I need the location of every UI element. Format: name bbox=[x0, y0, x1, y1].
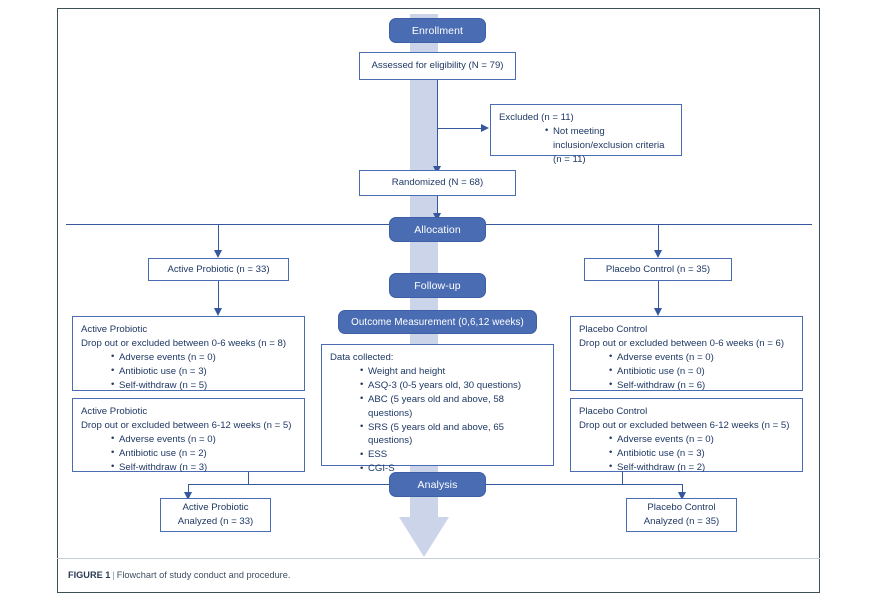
list-item: Adverse events (n = 0) bbox=[609, 350, 794, 365]
node-placebo-dropout2-list: Adverse events (n = 0) Antibiotic use (n… bbox=[579, 432, 794, 475]
stage-enrollment[interactable]: Enrollment bbox=[389, 18, 486, 43]
arrowhead-to-placebo-dropout1 bbox=[654, 308, 662, 316]
node-active-dropout1-title: Drop out or excluded between 0-6 weeks (… bbox=[81, 337, 287, 349]
node-assessed-for-eligibility[interactable]: Assessed for eligibility (N = 79) bbox=[359, 52, 516, 80]
node-placebo-dropout-6-12-weeks[interactable]: Placebo Control Drop out or excluded bet… bbox=[570, 398, 803, 475]
node-randomized[interactable]: Randomized (N = 68) bbox=[359, 170, 516, 196]
node-placebo-dropout1-group: Placebo Control bbox=[579, 324, 648, 335]
node-active-dropout1-group: Active Probiotic bbox=[81, 324, 148, 335]
node-excluded-list: Not meeting inclusion/exclusion criteria… bbox=[499, 124, 673, 167]
stage-analysis[interactable]: Analysis bbox=[389, 472, 486, 497]
arrowhead-to-active-analyzed bbox=[184, 492, 192, 500]
node-placebo-dropout1-list: Adverse events (n = 0) Antibiotic use (n… bbox=[579, 350, 794, 393]
node-placebo-analyzed[interactable]: Placebo Control Analyzed (n = 35) bbox=[626, 498, 737, 532]
list-item: CGI-S bbox=[360, 462, 545, 476]
connector-analysis-to-active-analyzed bbox=[188, 484, 189, 496]
arrowhead-to-placebo-analyzed bbox=[678, 492, 686, 500]
connector-analysis-to-placebo-analyzed bbox=[682, 484, 683, 496]
figure-caption: FIGURE 1|Flowchart of study conduct and … bbox=[68, 570, 290, 580]
stage-analysis-label: Analysis bbox=[417, 478, 458, 491]
list-item: ASQ-3 (0-5 years old, 30 questions) bbox=[360, 378, 545, 393]
list-item: Weight and height bbox=[360, 364, 545, 379]
list-item: Not meeting inclusion/exclusion criteria… bbox=[545, 124, 673, 167]
figure-label: FIGURE 1 bbox=[68, 570, 111, 580]
connector-analysis-left-rail bbox=[188, 484, 394, 485]
connector-assessed-to-randomized bbox=[437, 80, 438, 170]
node-active-analyzed[interactable]: Active Probiotic Analyzed (n = 33) bbox=[160, 498, 271, 532]
list-item: Self-withdraw (n = 3) bbox=[111, 460, 296, 475]
list-item: Adverse events (n = 0) bbox=[111, 350, 296, 365]
arrowhead-to-active-alloc bbox=[214, 250, 222, 258]
list-item: ESS bbox=[360, 448, 545, 462]
stage-enrollment-label: Enrollment bbox=[411, 24, 464, 37]
list-item: Self-withdraw (n = 5) bbox=[111, 378, 296, 393]
node-excluded[interactable]: Excluded (n = 11) Not meeting inclusion/… bbox=[490, 104, 682, 165]
connector-allocation-left-rail bbox=[66, 224, 394, 225]
list-item: Antibiotic use (n = 0) bbox=[609, 364, 794, 379]
node-placebo-control-allocated[interactable]: Placebo Control (n = 35) bbox=[584, 258, 732, 281]
connector-placebo-to-dropout1 bbox=[658, 281, 659, 313]
list-item: Self-withdraw (n = 6) bbox=[609, 378, 794, 393]
list-item: Adverse events (n = 0) bbox=[609, 432, 794, 447]
figure-caption-text: Flowchart of study conduct and procedure… bbox=[116, 570, 291, 580]
node-data-collected-list: Weight and height ASQ-3 (0-5 years old, … bbox=[330, 364, 545, 476]
node-placebo-analyzed-line1: Placebo Control bbox=[647, 502, 716, 514]
node-placebo-alloc-label: Placebo Control (n = 35) bbox=[605, 263, 711, 275]
connector-to-excluded bbox=[437, 128, 482, 129]
list-item: ABC (5 years old and above, 58 questions… bbox=[360, 392, 545, 421]
node-placebo-analyzed-line2: Analyzed (n = 35) bbox=[643, 516, 720, 527]
connector-active-dropout2-to-analysis bbox=[248, 472, 249, 484]
connector-allocation-to-active bbox=[218, 224, 219, 254]
node-active-dropout-6-12-weeks[interactable]: Active Probiotic Drop out or excluded be… bbox=[72, 398, 305, 475]
list-item: SRS (5 years old and above, 65 questions… bbox=[360, 420, 545, 449]
figure-separator: | bbox=[112, 570, 115, 580]
stage-outcome-measurement[interactable]: Outcome Measurement (0,6,12 weeks) bbox=[338, 310, 537, 334]
connector-analysis-right-rail bbox=[482, 484, 682, 485]
node-active-dropout1-list: Adverse events (n = 0) Antibiotic use (n… bbox=[81, 350, 296, 393]
arrowhead-to-placebo-alloc bbox=[654, 250, 662, 258]
node-active-probiotic-allocated[interactable]: Active Probiotic (n = 33) bbox=[148, 258, 289, 281]
node-active-dropout2-group: Active Probiotic bbox=[81, 406, 148, 417]
list-item: Self-withdraw (n = 2) bbox=[609, 460, 794, 475]
node-active-alloc-label: Active Probiotic (n = 33) bbox=[167, 263, 270, 275]
background-flow-arrow-head bbox=[399, 517, 449, 557]
connector-allocation-right-rail bbox=[482, 224, 812, 225]
connector-placebo-dropout2-to-analysis bbox=[622, 472, 623, 484]
node-data-collected[interactable]: Data collected: Weight and height ASQ-3 … bbox=[321, 344, 554, 476]
node-placebo-dropout-0-6-weeks[interactable]: Placebo Control Drop out or excluded bet… bbox=[570, 316, 803, 393]
connector-randomized-to-allocation bbox=[437, 196, 438, 220]
node-assessed-label: Assessed for eligibility (N = 79) bbox=[371, 60, 504, 72]
node-randomized-label: Randomized (N = 68) bbox=[391, 177, 484, 189]
stage-followup[interactable]: Follow-up bbox=[389, 273, 486, 298]
node-placebo-dropout1-title: Drop out or excluded between 0-6 weeks (… bbox=[579, 337, 785, 349]
stage-allocation[interactable]: Allocation bbox=[389, 217, 486, 242]
connector-allocation-to-placebo bbox=[658, 224, 659, 254]
node-active-analyzed-line1: Active Probiotic bbox=[182, 502, 249, 514]
stage-followup-label: Follow-up bbox=[414, 279, 461, 292]
node-active-analyzed-line2: Analyzed (n = 33) bbox=[177, 516, 254, 527]
node-active-dropout2-title: Drop out or excluded between 6-12 weeks … bbox=[81, 419, 292, 431]
list-item: Adverse events (n = 0) bbox=[111, 432, 296, 447]
node-placebo-dropout2-title: Drop out or excluded between 6-12 weeks … bbox=[579, 419, 790, 431]
caption-divider bbox=[57, 558, 820, 559]
arrowhead-to-active-dropout1 bbox=[214, 308, 222, 316]
list-item: Antibiotic use (n = 3) bbox=[609, 446, 794, 461]
node-placebo-dropout2-group: Placebo Control bbox=[579, 406, 648, 417]
connector-active-to-dropout1 bbox=[218, 281, 219, 313]
node-active-dropout2-list: Adverse events (n = 0) Antibiotic use (n… bbox=[81, 432, 296, 475]
stage-outcome-label: Outcome Measurement (0,6,12 weeks) bbox=[351, 316, 524, 328]
arrowhead-to-excluded bbox=[481, 124, 489, 132]
stage-allocation-label: Allocation bbox=[414, 223, 461, 236]
node-data-collected-title: Data collected: bbox=[330, 352, 394, 363]
list-item: Antibiotic use (n = 2) bbox=[111, 446, 296, 461]
list-item: Antibiotic use (n = 3) bbox=[111, 364, 296, 379]
node-active-dropout-0-6-weeks[interactable]: Active Probiotic Drop out or excluded be… bbox=[72, 316, 305, 393]
node-excluded-title: Excluded (n = 11) bbox=[499, 112, 574, 123]
